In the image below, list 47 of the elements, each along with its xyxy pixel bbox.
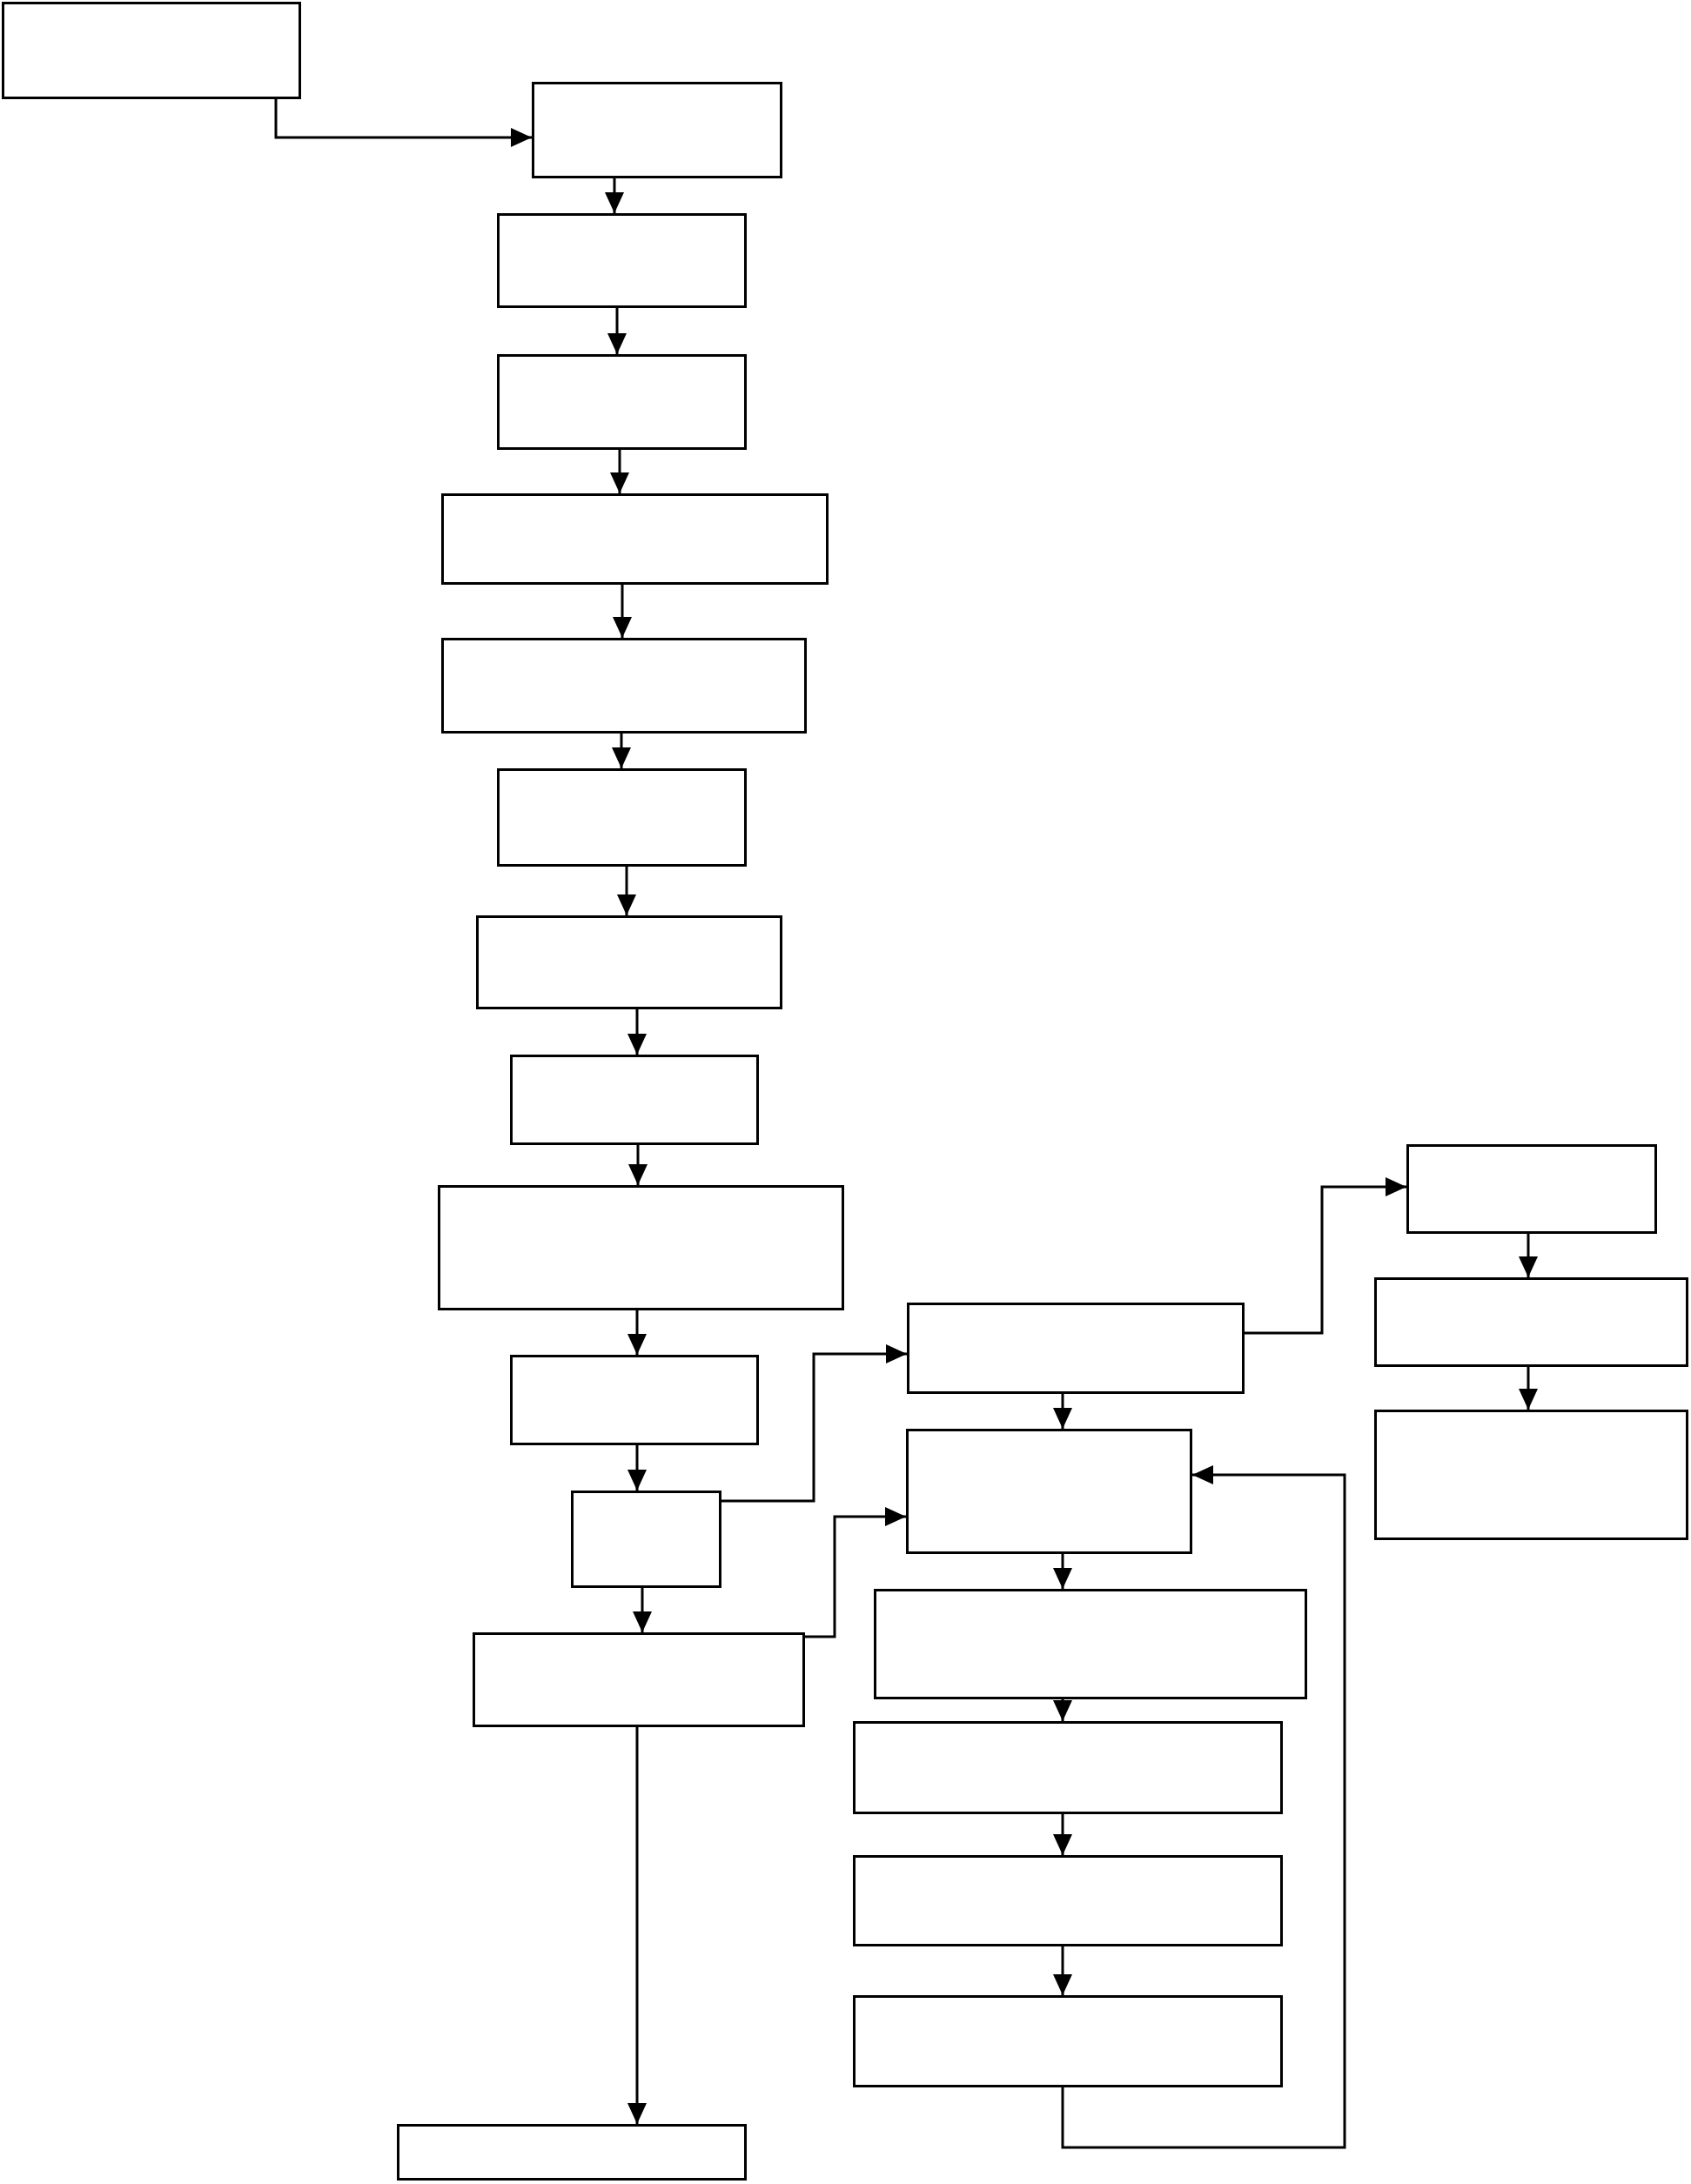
process-box	[853, 1995, 1283, 2087]
process-box	[397, 2124, 747, 2181]
process-box	[874, 1589, 1307, 1699]
process-box	[853, 1721, 1283, 1814]
arrow	[1053, 1946, 1072, 1995]
arrow	[628, 1145, 648, 1185]
arrow	[605, 178, 624, 213]
process-box	[1406, 1144, 1657, 1234]
arrow	[1519, 1234, 1538, 1277]
process-box	[571, 1491, 721, 1588]
arrow	[1053, 1554, 1072, 1589]
arrow	[610, 450, 629, 493]
process-box	[441, 638, 807, 734]
process-box	[906, 1429, 1192, 1554]
arrow	[1053, 1394, 1072, 1429]
process-box	[510, 1055, 759, 1145]
arrow	[627, 1310, 647, 1355]
process-box	[532, 82, 782, 178]
process-box	[438, 1185, 844, 1310]
arrow	[627, 1727, 647, 2124]
arrow	[1053, 1814, 1072, 1855]
process-box	[497, 768, 747, 867]
process-box	[497, 354, 747, 450]
arrow	[1053, 1699, 1072, 1721]
arrow	[633, 1588, 652, 1632]
arrow	[274, 99, 532, 147]
arrow	[1061, 1465, 1346, 2149]
arrow	[721, 1344, 907, 1503]
arrow	[613, 585, 632, 638]
process-box	[2, 2, 301, 99]
arrow	[627, 1009, 647, 1055]
process-box	[476, 915, 782, 1009]
process-box	[473, 1632, 805, 1727]
process-box	[497, 213, 747, 308]
arrow	[607, 308, 627, 354]
arrow	[612, 734, 631, 768]
process-box	[1374, 1277, 1688, 1367]
arrow	[1519, 1367, 1538, 1410]
process-box	[510, 1355, 759, 1445]
arrow	[805, 1507, 906, 1638]
process-box	[441, 493, 829, 585]
process-box	[907, 1303, 1245, 1394]
arrow	[627, 1445, 647, 1491]
process-box	[1374, 1410, 1688, 1540]
process-box	[853, 1855, 1283, 1946]
arrow	[617, 867, 636, 915]
arrow	[1245, 1177, 1406, 1335]
